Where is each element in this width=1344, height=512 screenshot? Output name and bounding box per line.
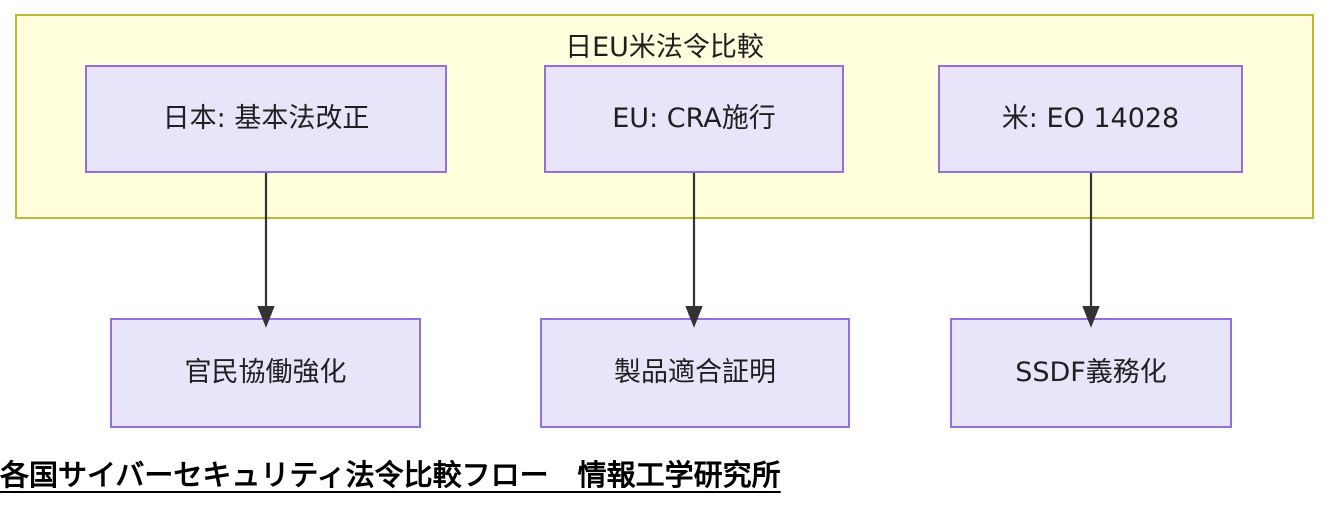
node-ssdf-mandate[interactable]: SSDF義務化 — [950, 318, 1232, 428]
node-eu-cra[interactable]: EU: CRA施行 — [544, 65, 844, 173]
node-us-eo-14028[interactable]: 米: EO 14028 — [938, 65, 1243, 173]
node-japan-basic-law[interactable]: 日本: 基本法改正 — [85, 65, 447, 173]
diagram-caption: 各国サイバーセキュリティ法令比較フロー 情報工学研究所 — [0, 458, 781, 492]
subgraph-title: 日EU米法令比較 — [565, 32, 764, 63]
node-product-conformity[interactable]: 製品適合証明 — [540, 318, 850, 428]
node-public-private-collaboration[interactable]: 官民協働強化 — [110, 318, 421, 428]
